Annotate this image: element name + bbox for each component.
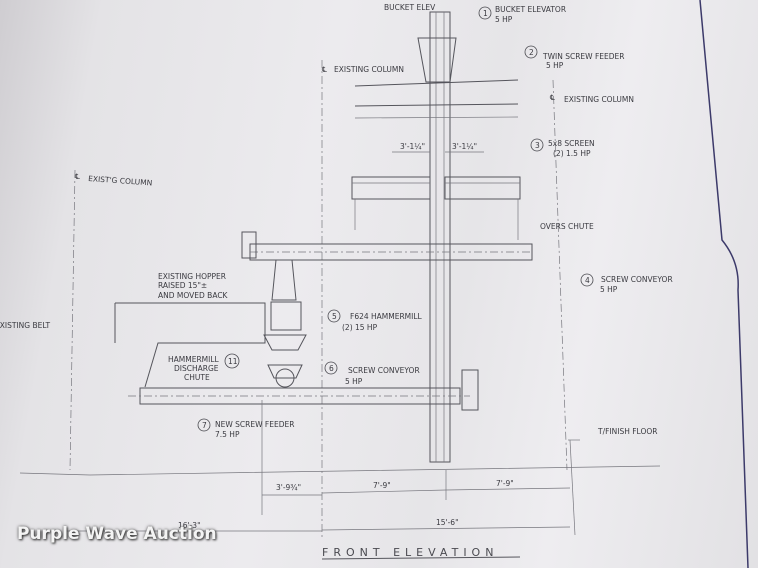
item-3-label: 5x8 SCREEN — [548, 139, 595, 148]
item-7-label: NEW SCREW FEEDER — [215, 420, 294, 429]
hopper-label: AND MOVED BACK — [158, 291, 229, 300]
existing-column-label: EXISTING COLUMN — [334, 65, 404, 74]
column-centerline — [69, 169, 76, 471]
item-7-hp: 7.5 HP — [215, 430, 240, 439]
item-6-hp: 5 HP — [345, 377, 363, 386]
discharge-chute-label: DISCHARGE — [174, 364, 219, 373]
column-centerline — [552, 79, 568, 471]
dimension-1: 3'-9¾" — [276, 483, 301, 492]
dimension-2: 7'-9" — [373, 481, 391, 490]
existing-hopper — [114, 302, 266, 388]
callout-7: 7 — [202, 421, 207, 430]
item-4-label: SCREW CONVEYOR — [601, 275, 673, 284]
item-2-label: TWIN SCREW FEEDER — [542, 52, 624, 61]
dimension-lines — [65, 400, 576, 560]
callout-5: 5 — [332, 312, 337, 321]
callout-11: 11 — [228, 357, 238, 366]
item-5-label: F624 HAMMERMILL — [350, 312, 423, 321]
hopper-label: RAISED 15"± — [158, 281, 207, 290]
screens — [351, 151, 521, 240]
callout-3: 3 — [535, 141, 540, 150]
callout-6: 6 — [329, 364, 334, 373]
dimension-overall-left: 16'-3" — [178, 521, 201, 530]
upper-screw-conveyor — [241, 231, 533, 261]
bucket-elevator-centerline: BUCKET ELEV — [384, 3, 436, 12]
existing-belt-label: EXISTING BELT — [0, 321, 50, 330]
discharge-chute-label: HAMMERMILL — [168, 355, 220, 364]
finish-floor-label: T/FINISH FLOOR — [597, 427, 657, 436]
watermark: Purple Wave Auction — [17, 524, 217, 544]
dimension-screen-left: 3'-1¼" — [400, 142, 425, 151]
centerline-symbol: ℄ — [550, 93, 555, 102]
hopper-label: EXISTING HOPPER — [158, 272, 226, 281]
centerline-symbol: ℄ — [75, 172, 80, 181]
hammermill — [263, 259, 307, 388]
item-1-label: BUCKET ELEVATOR — [495, 5, 566, 14]
twin-screw-feeder — [354, 79, 519, 119]
overs-chute-label: OVERS CHUTE — [540, 222, 594, 231]
dimension-overall-right: 15'-6" — [436, 518, 459, 527]
existing-column-label: EXISTING COLUMN — [564, 95, 634, 104]
callout-bubbles — [197, 6, 594, 432]
callout-2: 2 — [529, 48, 534, 57]
sheet-border — [699, 0, 749, 568]
item-4-hp: 5 HP — [600, 285, 618, 294]
item-1-hp: 5 HP — [495, 15, 513, 24]
centerline-symbol: ℄ — [322, 65, 327, 74]
finish-floor-line — [19, 465, 661, 476]
dimension-screen-right: 3'-1¼" — [452, 142, 477, 151]
callout-1: 1 — [483, 9, 488, 18]
existing-column-label: EXIST'G COLUMN — [88, 174, 153, 187]
item-5-hp: (2) 15 HP — [342, 323, 378, 332]
dimension-3: 7'-9" — [496, 479, 514, 488]
lower-screw-feeder — [128, 369, 479, 411]
callout-4: 4 — [585, 276, 590, 285]
item-3-hp: (2) 1.5 HP — [553, 149, 591, 158]
bucket-elevator — [417, 11, 457, 463]
drawing-title: FRONT ELEVATION — [322, 546, 498, 559]
discharge-chute-label: CHUTE — [184, 373, 210, 382]
item-2-hp: 5 HP — [546, 61, 564, 70]
item-6-label: SCREW CONVEYOR — [348, 366, 420, 375]
